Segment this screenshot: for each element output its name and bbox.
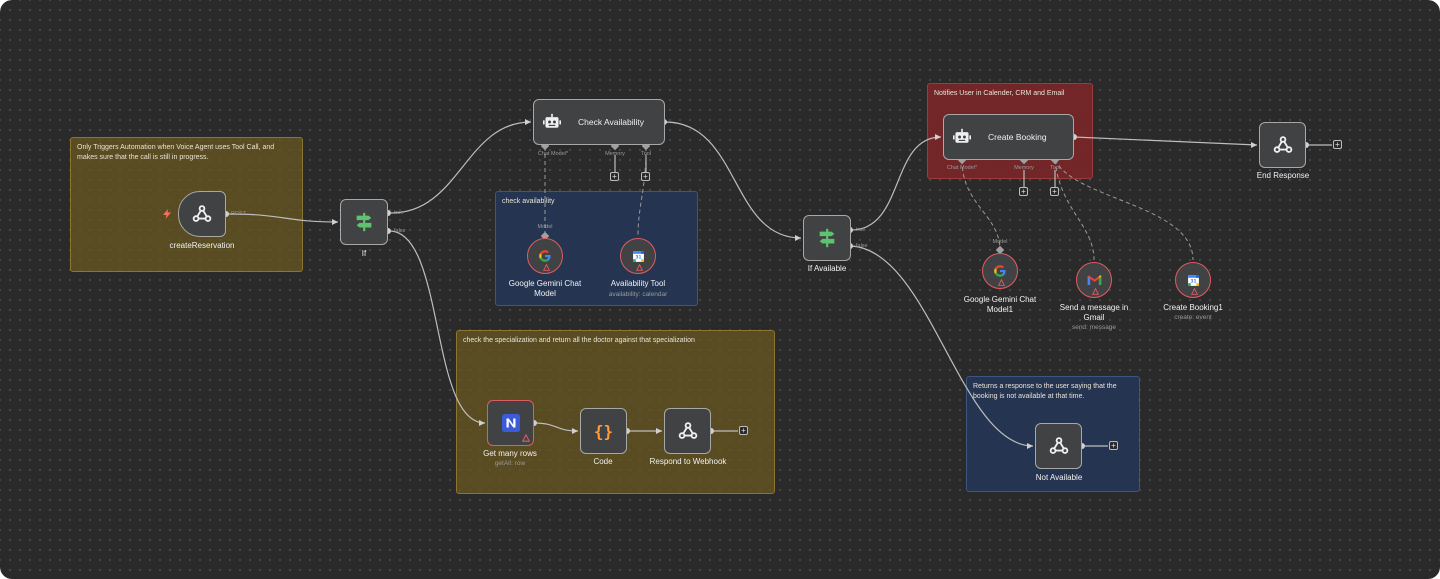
sticky-not-available-note-text: Returns a response to the user saying th… [973,383,1117,400]
if-label: If [361,249,367,258]
plus-icon: + [643,172,648,181]
if-false-label: false [394,228,406,234]
robot-icon [953,128,971,143]
get-many-rows-node[interactable] [487,400,534,446]
add-after-end-response-button[interactable]: + [1333,140,1342,149]
booking-memory-port: Memory [1014,165,1034,171]
add-memory-button[interactable]: + [610,172,619,181]
if-available-node[interactable] [803,215,851,261]
gemini1-label: Google Gemini Chat Model [508,279,582,298]
add-tool-button[interactable]: + [641,172,650,181]
if-node[interactable] [340,199,388,245]
create-reservation-node[interactable] [178,191,226,237]
webhook-icon [1049,437,1068,454]
svg-text:31: 31 [635,254,641,260]
create-booking1-node[interactable]: 31 [1175,262,1211,298]
webhook-icon [678,422,697,439]
code-label: Code [593,457,613,466]
warning-icon [636,264,643,271]
gmail-label: Send a message in Gmail [1059,303,1129,322]
plus-icon: + [1111,441,1116,450]
if-available-false-label: false [856,243,868,249]
add-booking-memory-button[interactable]: + [1019,187,1028,196]
warning-icon [1092,288,1099,295]
add-after-respond-button[interactable]: + [739,426,748,435]
gmail-icon [1087,275,1101,285]
warning-icon [522,434,530,442]
sticky-notify-note-text: Notifies User in Calender, CRM and Email [934,90,1065,97]
respond-to-webhook-label: Respond to Webhook [649,457,727,466]
google-calendar-icon: 31 [1187,274,1199,286]
gemini-chat-model1-node[interactable] [982,253,1018,289]
warning-icon [1191,288,1198,295]
check-tool-port: Tool [640,151,652,157]
create-booking1-subtitle: create: event [1174,314,1212,321]
n-icon [501,414,520,432]
google-g-icon [539,250,551,262]
curly-braces-icon: {} [593,421,614,441]
webhook-icon [192,205,212,222]
sticky-trigger-note-text: Only Triggers Automation when Voice Agen… [77,144,275,161]
get-many-rows-subtitle: getAll: row [494,460,526,467]
google-calendar-icon: 31 [632,250,644,262]
check-availability-node[interactable]: Check Availability [533,99,665,145]
gemini-chat-model-node[interactable] [527,238,563,274]
booking-chat-model-port: Chat Model* [946,165,978,171]
check-availability-label: Check Availability [578,117,644,127]
svg-text:31: 31 [1190,278,1196,284]
google-g-icon [994,265,1006,277]
if-available-true-label: true [856,227,866,233]
code-node[interactable]: {} [580,408,627,454]
get-many-rows-label: Get many rows [483,449,537,458]
gmail-subtitle: send: message [1071,324,1117,331]
sticky-check-availability-text: check availability [502,198,555,205]
plus-icon: + [741,426,746,435]
if-true-label: true [394,210,404,216]
plus-icon: + [1052,187,1057,196]
warning-icon [998,279,1005,286]
lightning-icon [163,209,171,219]
branch-icon [356,212,372,232]
plus-icon: + [612,172,617,181]
booking-tool-port: Tool [1049,165,1061,171]
webhook-icon [1273,136,1292,153]
create-booking-node[interactable]: Create Booking [943,114,1074,160]
end-response-node[interactable] [1259,122,1306,168]
create-reservation-label: createReservation [169,241,235,250]
sticky-specialization-note-text: check the specialization and return all … [463,337,695,344]
availability-tool-node[interactable]: 31 [620,238,656,274]
check-chat-model-port: Chat Model* [537,151,569,157]
post-method-label: POST [231,211,246,217]
availability-tool-label: Availability Tool [610,279,666,288]
not-available-node[interactable] [1035,423,1082,469]
wire-booking-to-end [1073,136,1258,146]
availability-tool-subtitle: availability: calendar [608,291,668,298]
gemini1-model-port: Model [537,224,553,230]
gemini2-model-port: Model [992,239,1008,245]
send-gmail-node[interactable] [1076,262,1112,298]
add-after-not-available-button[interactable]: + [1109,441,1118,450]
check-memory-port: Memory [605,151,625,157]
respond-to-webhook-node[interactable] [664,408,711,454]
plus-icon: + [1335,140,1340,149]
end-response-label: End Response [1256,171,1310,180]
robot-icon [543,113,561,128]
plus-icon: + [1021,187,1026,196]
create-booking-label: Create Booking [988,132,1047,142]
gemini2-label: Google Gemini Chat Model1 [963,295,1037,314]
add-booking-tool-button[interactable]: + [1050,187,1059,196]
not-available-label: Not Available [1035,473,1083,482]
if-available-label: If Available [807,264,847,273]
branch-icon [819,228,835,248]
warning-icon [543,264,550,271]
create-booking1-label: Create Booking1 [1163,303,1223,312]
